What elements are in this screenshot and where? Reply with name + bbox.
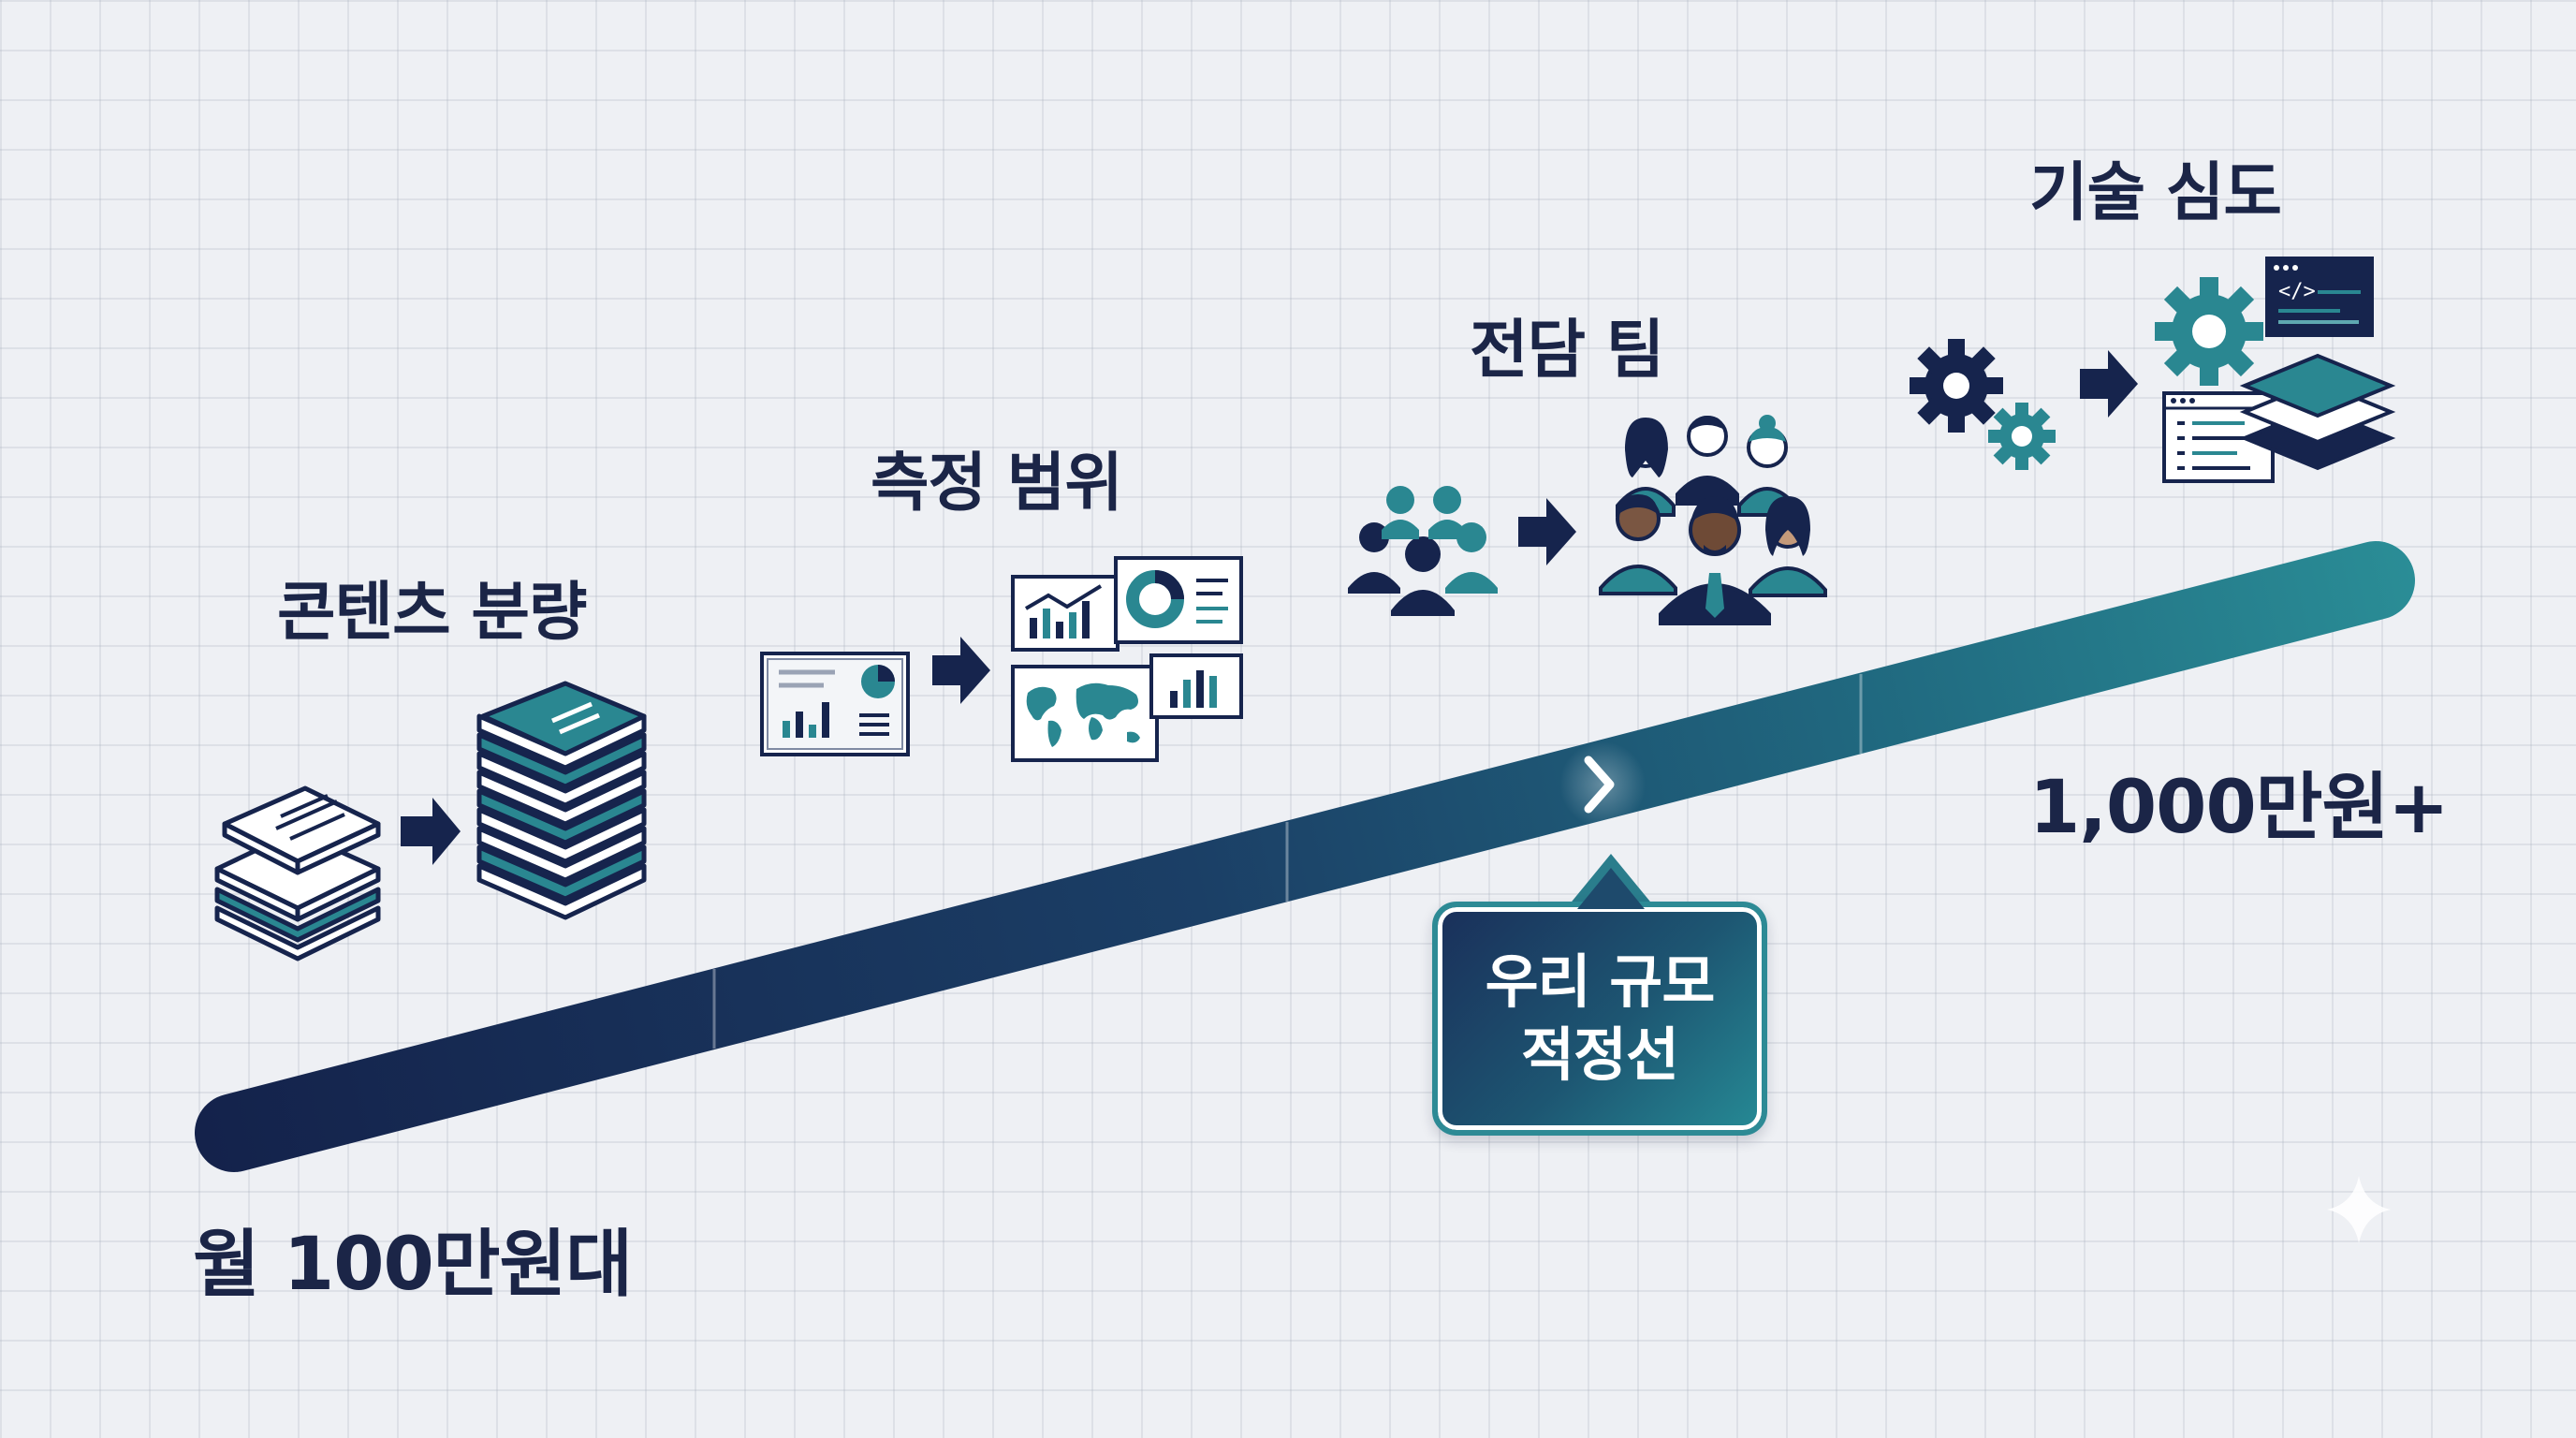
trend-bar-segments bbox=[712, 674, 1863, 1049]
label-dedicated-team: 전담 팀 bbox=[1470, 314, 1664, 388]
callout-pointer-inner bbox=[1577, 868, 1645, 909]
callout-line-2: 적정선 bbox=[1520, 1020, 1679, 1089]
label-measurement-scope: 측정 범위 bbox=[871, 447, 1123, 521]
small-team-icon bbox=[1348, 486, 1498, 616]
callout-line-1: 우리 규모 bbox=[1485, 947, 1716, 1016]
trend-bar bbox=[195, 541, 2415, 1172]
label-high-budget: 1,000만원+ bbox=[2029, 766, 2450, 850]
arrow-right-icon bbox=[932, 637, 990, 704]
label-content-volume: 콘텐츠 분량 bbox=[277, 576, 587, 650]
large-team-icon bbox=[1599, 415, 1827, 625]
svg-text:</>: </> bbox=[2278, 280, 2316, 303]
sparkle-icon bbox=[2327, 1176, 2391, 1243]
multi-dashboard-icon bbox=[1011, 556, 1243, 762]
small-book-stack-icon bbox=[214, 785, 381, 961]
single-dashboard-icon bbox=[760, 652, 910, 756]
callout-our-scale: 우리 규모 적정선 bbox=[1432, 902, 1767, 1136]
small-gears-icon bbox=[1910, 339, 2056, 470]
label-technical-depth: 기술 심도 bbox=[2029, 156, 2282, 230]
large-book-stack-icon bbox=[476, 681, 647, 920]
arrow-right-icon bbox=[2080, 350, 2138, 418]
tech-stack-icon: </> bbox=[2155, 257, 2396, 483]
arrow-right-icon bbox=[401, 798, 461, 865]
arrow-right-icon bbox=[1518, 498, 1576, 565]
label-low-budget: 월 100만원대 bbox=[193, 1223, 633, 1307]
chevron-right-icon bbox=[1559, 741, 1646, 828]
